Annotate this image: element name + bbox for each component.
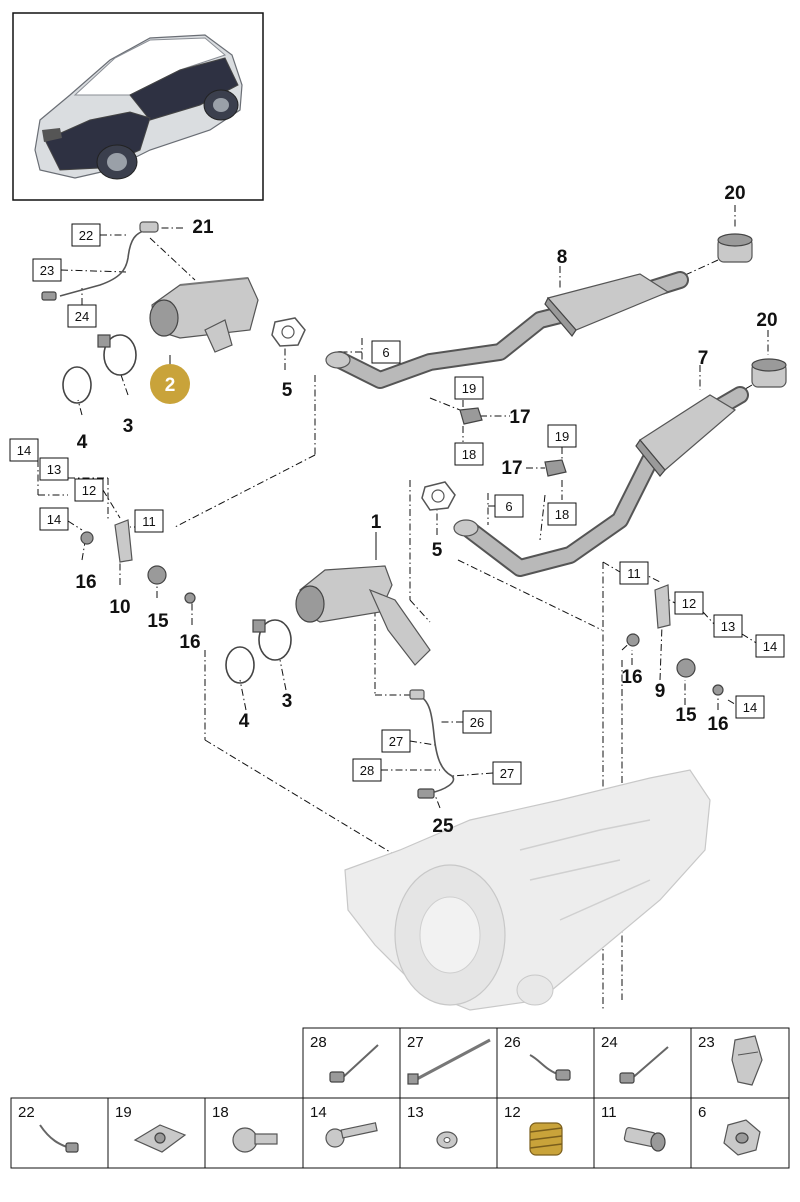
oxygen-sensor-25 [409, 689, 455, 799]
box-label: 27 [500, 766, 514, 781]
box-label: 18 [462, 447, 476, 462]
cable-holder-icon [619, 1046, 669, 1084]
legend-number: 12 [504, 1104, 521, 1121]
cable-tie-icon [407, 1038, 491, 1085]
box-label: 13 [47, 462, 61, 477]
callout-label: 15 [675, 705, 697, 726]
legend-number: 23 [698, 1034, 715, 1051]
box-label: 28 [360, 763, 374, 778]
box-label: 14 [743, 700, 757, 715]
callout-label: 15 [147, 611, 169, 632]
legend-number: 18 [212, 1104, 229, 1121]
legend-number: 6 [698, 1104, 706, 1121]
box-label: 14 [17, 443, 31, 458]
pin-bolt-icon [623, 1126, 666, 1152]
callout-label: 17 [509, 407, 530, 428]
highlighted-part-marker[interactable]: 2 [150, 364, 190, 404]
legend-number: 24 [601, 1034, 618, 1051]
cable-clip-icon [529, 1054, 571, 1081]
transmission-background [344, 769, 711, 1011]
callout-label: 1 [371, 512, 382, 533]
gasket-5-lower [421, 481, 456, 511]
box-label: 12 [82, 483, 96, 498]
box-label: 6 [382, 345, 389, 360]
rear-exhaust-pipe-lower [453, 386, 749, 577]
highlighted-part-label: 2 [165, 375, 176, 396]
legend-number: 26 [504, 1034, 521, 1051]
callout-label: 16 [621, 667, 642, 688]
bracket-9 [626, 584, 724, 696]
callout-labels: 21 3 4 5 20 8 20 7 17 17 5 1 16 10 15 16… [75, 183, 777, 837]
speed-nut-icon [133, 1124, 187, 1153]
box-label: 14 [763, 639, 777, 654]
legend-number: 13 [407, 1104, 424, 1121]
callout-label: 20 [756, 310, 777, 331]
legend-number: 27 [407, 1034, 424, 1051]
box-label: 27 [389, 734, 403, 749]
retaining-clip-icon [731, 1035, 763, 1086]
callout-label: 10 [109, 597, 130, 618]
callout-label: 4 [239, 711, 250, 732]
gasket-5-upper [271, 317, 306, 347]
rubber-mount-17-lower [544, 459, 567, 477]
callout-label: 4 [77, 432, 88, 453]
vehicle-thumbnail-image [34, 34, 243, 180]
box-label: 19 [555, 429, 569, 444]
box-label: 18 [555, 507, 569, 522]
callout-label: 21 [192, 217, 214, 238]
bracket-10 [80, 519, 196, 604]
legend-number: 11 [601, 1104, 617, 1121]
callout-label: 5 [282, 380, 293, 401]
callout-label: 16 [75, 572, 96, 593]
cable-connector-icon [39, 1124, 79, 1153]
box-label: 23 [40, 263, 54, 278]
washer-icon [436, 1131, 458, 1149]
callout-label: 25 [432, 816, 454, 837]
callout-label: 16 [707, 714, 728, 735]
cable-tie-clip-icon [329, 1044, 379, 1083]
tailpipe-tip-upper [717, 233, 753, 263]
box-label: 13 [721, 619, 735, 634]
callout-label: 17 [501, 458, 522, 479]
legend-number: 22 [18, 1104, 35, 1121]
box-label: 19 [462, 381, 476, 396]
callout-label: 7 [698, 348, 709, 369]
rear-exhaust-pipe-upper [325, 271, 689, 389]
clamp-3-middle [252, 619, 292, 661]
callout-label: 8 [557, 247, 568, 268]
clamp-3-upper [97, 334, 137, 376]
rubber-mount-17-upper [459, 407, 483, 425]
flange-screw-icon [232, 1127, 278, 1153]
legend-number: 28 [310, 1034, 327, 1051]
oxygen-sensor-21 [41, 221, 159, 301]
spring-icon [529, 1122, 563, 1156]
legend-number: 19 [115, 1104, 132, 1121]
callout-label: 16 [179, 632, 200, 653]
callout-label: 5 [432, 540, 443, 561]
hex-bolt-icon [325, 1122, 378, 1148]
seal-ring-4-middle [225, 646, 255, 684]
box-label: 24 [75, 309, 89, 324]
catalytic-converter-1 [295, 565, 431, 666]
box-label: 14 [47, 512, 61, 527]
box-label: 11 [627, 566, 641, 581]
callout-label: 9 [655, 681, 666, 702]
legend-number: 14 [310, 1104, 327, 1121]
box-label: 6 [505, 499, 512, 514]
box-label: 22 [79, 228, 93, 243]
callout-label: 20 [724, 183, 745, 204]
callout-label: 3 [282, 691, 293, 712]
box-label: 12 [682, 596, 696, 611]
seal-ring-4-upper [62, 366, 92, 404]
callout-label: 3 [123, 416, 134, 437]
boxed-reference-labels: 22 23 24 6 19 18 19 18 6 14 13 12 14 11 … [9, 223, 785, 785]
box-label: 11 [142, 514, 156, 529]
hex-nut-icon [723, 1119, 761, 1156]
tailpipe-tip-lower [751, 358, 787, 388]
parts-legend: 28 27 26 24 23 22 19 18 14 13 12 11 6 [10, 1027, 790, 1169]
box-label: 26 [470, 715, 484, 730]
catalytic-converter-2 [149, 277, 259, 353]
